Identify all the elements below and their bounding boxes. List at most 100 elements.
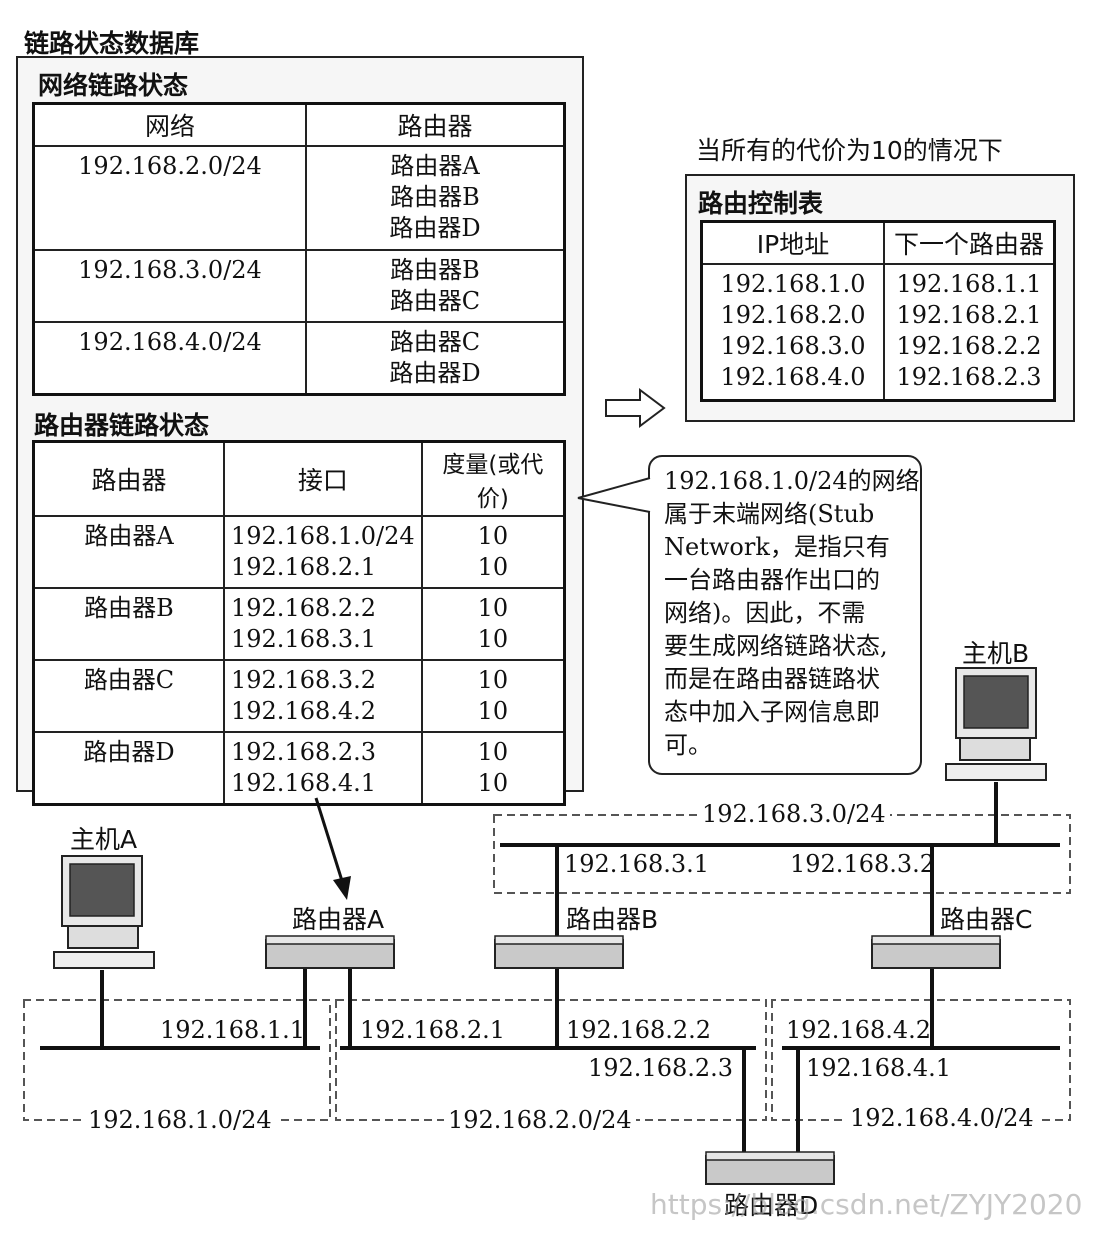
router-cell: 路由器D: [389, 214, 481, 242]
net1-boundary: [23, 999, 331, 1121]
ip-cell: 192.168.2.0: [720, 301, 866, 329]
col-header-next-router: 下一个路由器: [883, 220, 1056, 265]
table-row: 路由器D 192.168.2.3 192.168.4.1 10 10: [32, 731, 566, 806]
metric-cell: 10: [477, 697, 509, 725]
router-name-cell: 路由器A: [84, 522, 174, 550]
next-router-cell: 192.168.2.1: [896, 301, 1042, 329]
network-cell: 192.168.3.0/24: [78, 256, 262, 284]
col-header-router: 路由器: [32, 440, 225, 517]
host-a-computer-icon: [53, 855, 155, 969]
note-line: 一台路由器作出口的: [664, 566, 880, 594]
col-header-network: 网络: [32, 102, 307, 147]
network-cell: 192.168.2.0/24: [78, 152, 262, 180]
routing-table: IP地址 下一个路由器 192.168.1.0 192.168.2.0 192.…: [700, 220, 1056, 402]
table-row: 192.168.4.0/24 路由器C 路由器D: [32, 321, 566, 396]
routing-table-title: 路由控制表: [698, 189, 824, 218]
hollow-arrow-icon: [605, 388, 666, 428]
note-line: 192.168.1.0/24的网络: [664, 467, 920, 495]
router-cell: 路由器B: [390, 256, 480, 284]
interface-cell: 192.168.4.1: [231, 769, 377, 797]
note-line: 可。: [664, 731, 712, 759]
router-cell: 路由器D: [389, 359, 481, 387]
ip-cell: 192.168.4.0: [720, 363, 866, 391]
link-state-db-title: 链路状态数据库: [24, 29, 200, 58]
note-line: Network，是指只有: [664, 533, 890, 561]
interface-cell: 192.168.3.2: [231, 666, 377, 694]
router-name-cell: 路由器D: [83, 738, 175, 766]
net4-label: 192.168.4.0/24: [846, 1106, 1038, 1130]
router-name-cell: 路由器C: [83, 666, 175, 694]
note-line: 网络)。因此，不需: [664, 599, 866, 627]
table-row: 路由器A 192.168.1.0/24 192.168.2.1 10 10: [32, 515, 566, 589]
router-c-icon: [871, 935, 1001, 969]
table-row: 192.168.1.0 192.168.2.0 192.168.3.0 192.…: [700, 263, 1056, 402]
col-header-interface: 接口: [223, 440, 423, 517]
ip-cell: 192.168.1.0: [720, 270, 866, 298]
col-header-metric: 度量(或代价): [420, 440, 566, 517]
metric-cell: 10: [477, 769, 509, 797]
col-header-ip: IP地址: [700, 220, 885, 265]
table-row: 192.168.3.0/24 路由器B 路由器C: [32, 249, 566, 323]
interface-label: 192.168.1.1: [160, 1016, 306, 1044]
note-line: 属于末端网络(Stub: [664, 500, 875, 528]
host-a-label: 主机A: [70, 825, 138, 854]
interface-label: 192.168.4.1: [806, 1054, 952, 1082]
network-link-state-title: 网络链路状态: [38, 71, 189, 100]
router-a-icon: [265, 935, 395, 969]
router-link-state-table: 路由器 接口 度量(或代价) 路由器A 192.168.1.0/24 192.16…: [32, 440, 566, 806]
router-cell: 路由器C: [389, 328, 481, 356]
host-b-computer-icon: [945, 667, 1047, 781]
interface-cell: 192.168.2.3: [231, 738, 377, 766]
interface-label: 192.168.2.1: [360, 1016, 506, 1044]
router-name-cell: 路由器B: [84, 594, 174, 622]
interface-cell: 192.168.2.1: [231, 553, 377, 581]
interface-label: 192.168.4.2: [786, 1016, 932, 1044]
metric-cell: 10: [477, 666, 509, 694]
metric-cell: 10: [477, 553, 509, 581]
note-line: 态中加入子网信息即: [664, 698, 880, 726]
router-b-label: 路由器B: [566, 905, 659, 934]
host-b-label: 主机B: [962, 639, 1030, 668]
network-cell: 192.168.4.0/24: [78, 328, 262, 356]
interface-cell: 192.168.1.0/24: [231, 522, 415, 550]
routing-table-caption: 当所有的代价为10的情况下: [696, 136, 1003, 165]
interface-cell: 192.168.4.2: [231, 697, 377, 725]
net3-label: 192.168.3.0/24: [698, 802, 890, 826]
network-link-state-table: 网络 路由器 192.168.2.0/24 路由器A 路由器B 路由器D 192…: [32, 102, 566, 396]
metric-cell: 10: [477, 625, 509, 653]
next-router-cell: 192.168.2.3: [896, 363, 1042, 391]
stub-network-note: 192.168.1.0/24的网络 属于末端网络(Stub Network，是指…: [648, 455, 922, 775]
watermark: https://blog.csdn.net/ZYJY2020: [650, 1188, 1083, 1221]
net2-label: 192.168.2.0/24: [444, 1108, 636, 1132]
note-line: 而是在路由器链路状: [664, 665, 880, 693]
next-router-cell: 192.168.2.2: [896, 332, 1042, 360]
metric-cell: 10: [477, 522, 509, 550]
ip-cell: 192.168.3.0: [720, 332, 866, 360]
router-cell: 路由器A: [390, 152, 480, 180]
interface-label: 192.168.2.3: [588, 1054, 734, 1082]
col-header-router: 路由器: [305, 102, 566, 147]
interface-label: 192.168.3.2: [790, 850, 936, 878]
interface-label: 192.168.2.2: [566, 1016, 712, 1044]
net1-label: 192.168.1.0/24: [84, 1108, 276, 1132]
router-cell: 路由器B: [390, 183, 480, 211]
router-cell: 路由器C: [389, 287, 481, 315]
note-callout-tail: [577, 477, 651, 513]
table-row: 192.168.2.0/24 路由器A 路由器B 路由器D: [32, 145, 566, 251]
router-link-state-title: 路由器链路状态: [34, 411, 210, 440]
table-row: 路由器C 192.168.3.2 192.168.4.2 10 10: [32, 659, 566, 733]
arrow-head-icon: [333, 876, 351, 900]
next-router-cell: 192.168.1.1: [896, 270, 1042, 298]
router-d-icon: [705, 1151, 835, 1185]
interface-label: 192.168.3.1: [564, 850, 710, 878]
interface-cell: 192.168.3.1: [231, 625, 377, 653]
router-d-label: 路由器D: [724, 1191, 819, 1220]
metric-cell: 10: [477, 738, 509, 766]
router-a-label: 路由器A: [292, 905, 385, 934]
net4-boundary: [771, 999, 1071, 1121]
note-line: 要生成网络链路状态,: [664, 632, 888, 660]
metric-cell: 10: [477, 594, 509, 622]
router-b-icon: [494, 935, 624, 969]
